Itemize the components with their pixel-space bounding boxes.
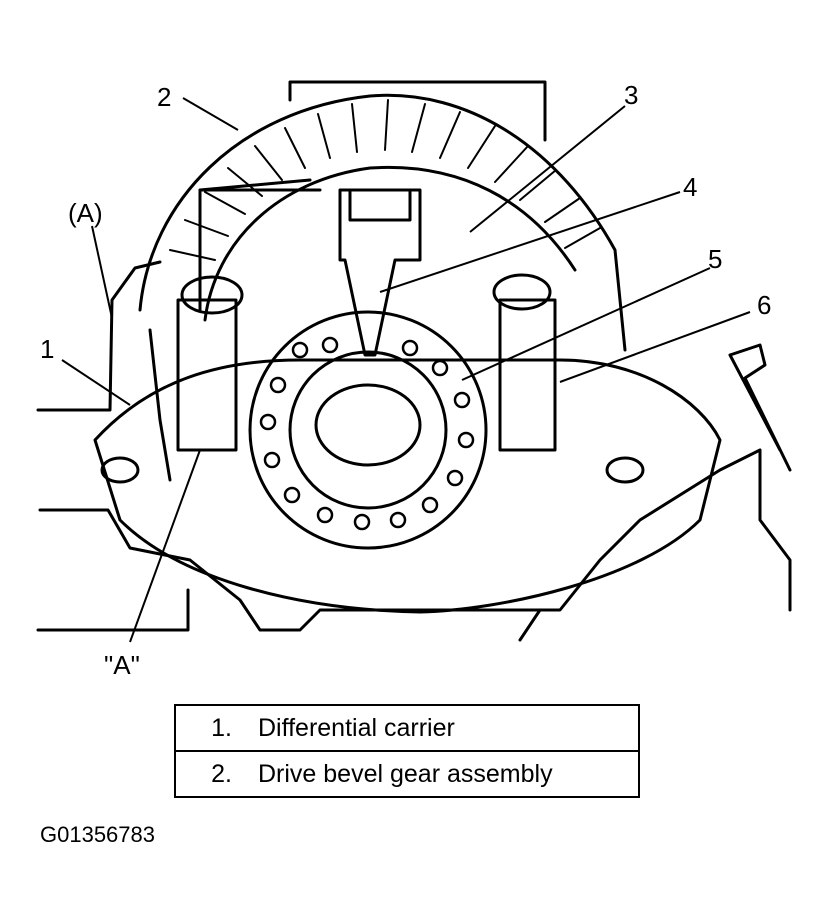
figure-id: G01356783: [40, 822, 155, 847]
callout-6-label: 6: [757, 290, 772, 320]
legend-row: 1. Differential carrier: [174, 704, 640, 752]
bearing-cap-right: [498, 298, 557, 452]
bolt-tr: [605, 456, 645, 484]
right-arm: [728, 343, 792, 472]
tool-head: [348, 188, 412, 222]
legend-table: 1. Differential carrier 2. Drive bevel gea…: [174, 704, 640, 798]
gear-teeth: [169, 99, 601, 261]
legend-text: Drive bevel gear assembly: [258, 759, 553, 788]
flange-holes: [259, 336, 475, 531]
gauge-arm: [198, 178, 322, 312]
detail-a-label: "A": [104, 650, 140, 680]
case-bore: [314, 383, 422, 467]
callout-1-label: 2: [157, 82, 172, 112]
bolt-left: [180, 275, 244, 315]
bolt-right: [492, 273, 552, 311]
callout-3-label: 3: [624, 80, 639, 110]
ring-gear-inner: [203, 165, 577, 322]
top-flange: [288, 80, 547, 142]
legend-row: 2. Drive bevel gear assembly: [174, 750, 640, 798]
housing-outline: [36, 260, 792, 642]
leader-lines: [61, 97, 751, 643]
case-flange-inner: [288, 350, 448, 510]
legend-number: 1.: [211, 713, 232, 742]
bearing-cap-left: [176, 298, 238, 452]
case-flange-outer: [248, 310, 488, 550]
legend-number: 2.: [211, 759, 232, 788]
bolt-tl: [100, 456, 140, 484]
callout-5-label: 5: [708, 244, 723, 274]
carrier-plate: [93, 358, 722, 614]
dial-stem: [148, 328, 172, 482]
callout-4-label: 4: [683, 172, 698, 202]
center-tool: [338, 188, 422, 357]
ring-gear-outer: [138, 93, 627, 352]
callout-1b-label: 1: [40, 334, 55, 364]
legend-text: Differential carrier: [258, 713, 455, 742]
view-a-label: (A): [68, 198, 103, 228]
